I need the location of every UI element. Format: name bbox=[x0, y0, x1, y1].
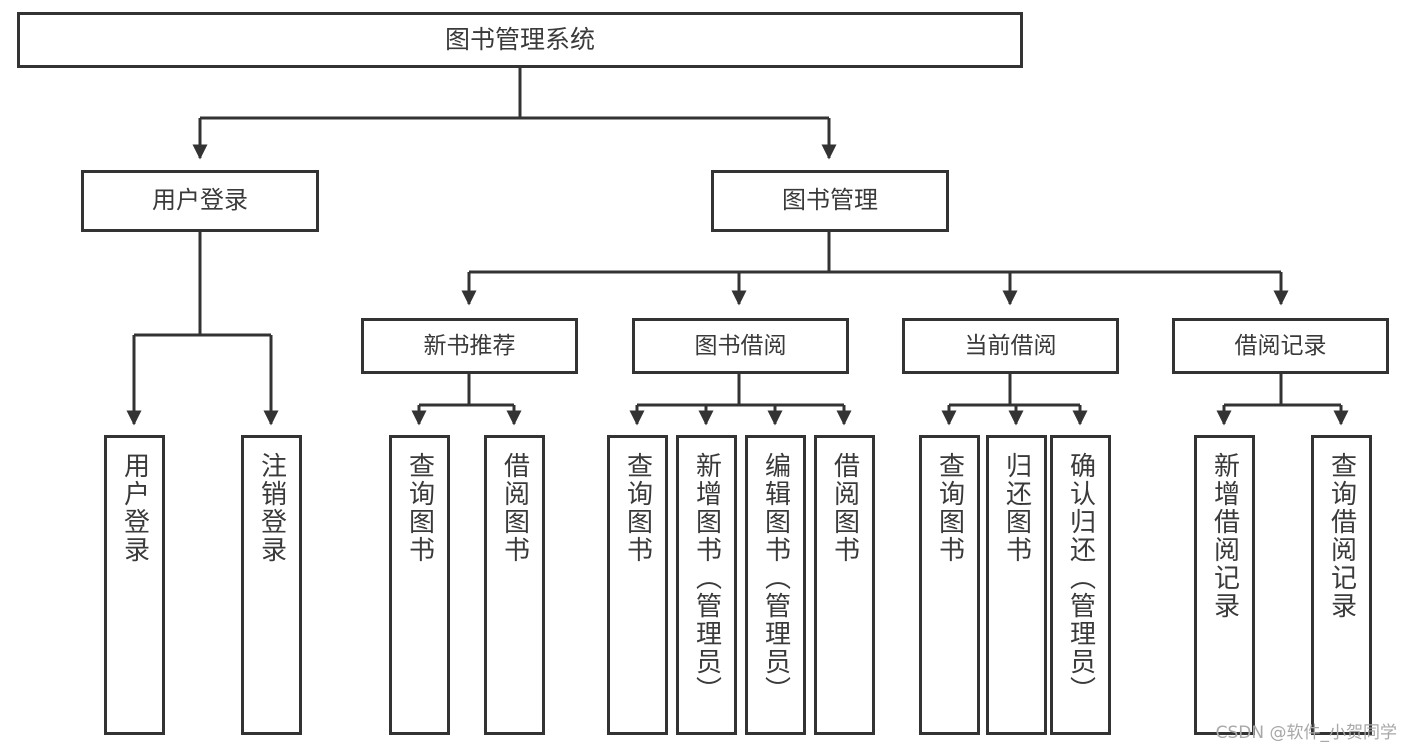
leaf-borrow-borrow-book-label: 借阅图书 bbox=[829, 452, 860, 564]
leaf-borrow-add-book[interactable]: 新增图书（管理员） bbox=[676, 435, 737, 735]
node-book-management[interactable]: 图书管理 bbox=[711, 170, 949, 232]
node-new-book-recommend[interactable]: 新书推荐 bbox=[361, 318, 578, 374]
leaf-borrow-edit-book-label: 编辑图书（管理员） bbox=[760, 452, 791, 704]
node-new-book-recommend-label: 新书推荐 bbox=[423, 332, 516, 359]
leaf-record-add-record-label: 新增借阅记录 bbox=[1209, 452, 1240, 620]
node-current-borrow[interactable]: 当前借阅 bbox=[902, 318, 1119, 374]
leaf-borrow-add-book-label: 新增图书（管理员） bbox=[691, 452, 722, 704]
leaf-borrow-borrow-book[interactable]: 借阅图书 bbox=[814, 435, 875, 735]
leaf-current-confirm-return[interactable]: 确认归还（管理员） bbox=[1050, 435, 1111, 735]
leaf-current-return-book[interactable]: 归还图书 bbox=[986, 435, 1047, 735]
node-user-login-label: 用户登录 bbox=[152, 186, 248, 215]
leaf-current-return-book-label: 归还图书 bbox=[1001, 452, 1032, 564]
leaf-record-query-record-label: 查询借阅记录 bbox=[1326, 452, 1357, 620]
node-user-login[interactable]: 用户登录 bbox=[81, 170, 319, 232]
leaf-new-book-borrow-label: 借阅图书 bbox=[499, 452, 530, 564]
leaf-record-add-record[interactable]: 新增借阅记录 bbox=[1194, 435, 1255, 735]
leaf-current-query-book[interactable]: 查询图书 bbox=[919, 435, 980, 735]
node-book-borrow-label: 图书借阅 bbox=[694, 332, 787, 359]
node-root-label: 图书管理系统 bbox=[444, 24, 595, 54]
leaf-user-login-logout-label: 注销登录 bbox=[256, 452, 287, 564]
leaf-record-query-record[interactable]: 查询借阅记录 bbox=[1311, 435, 1372, 735]
leaf-user-login-logout[interactable]: 注销登录 bbox=[241, 435, 302, 735]
leaf-new-book-query-label: 查询图书 bbox=[404, 452, 435, 564]
leaf-new-book-borrow[interactable]: 借阅图书 bbox=[484, 435, 545, 735]
node-borrow-record-label: 借阅记录 bbox=[1234, 332, 1327, 359]
leaf-current-query-book-label: 查询图书 bbox=[934, 452, 965, 564]
leaf-new-book-query[interactable]: 查询图书 bbox=[389, 435, 450, 735]
leaf-current-confirm-return-label: 确认归还（管理员） bbox=[1065, 452, 1096, 704]
node-current-borrow-label: 当前借阅 bbox=[964, 332, 1057, 359]
leaf-borrow-query-book[interactable]: 查询图书 bbox=[607, 435, 668, 735]
node-root[interactable]: 图书管理系统 bbox=[17, 12, 1023, 68]
leaf-user-login-login[interactable]: 用户登录 bbox=[104, 435, 165, 735]
leaf-user-login-login-label: 用户登录 bbox=[119, 452, 150, 564]
node-book-management-label: 图书管理 bbox=[782, 186, 878, 215]
node-book-borrow[interactable]: 图书借阅 bbox=[632, 318, 849, 374]
node-borrow-record[interactable]: 借阅记录 bbox=[1172, 318, 1389, 374]
leaf-borrow-query-book-label: 查询图书 bbox=[622, 452, 653, 564]
leaf-borrow-edit-book[interactable]: 编辑图书（管理员） bbox=[745, 435, 806, 735]
